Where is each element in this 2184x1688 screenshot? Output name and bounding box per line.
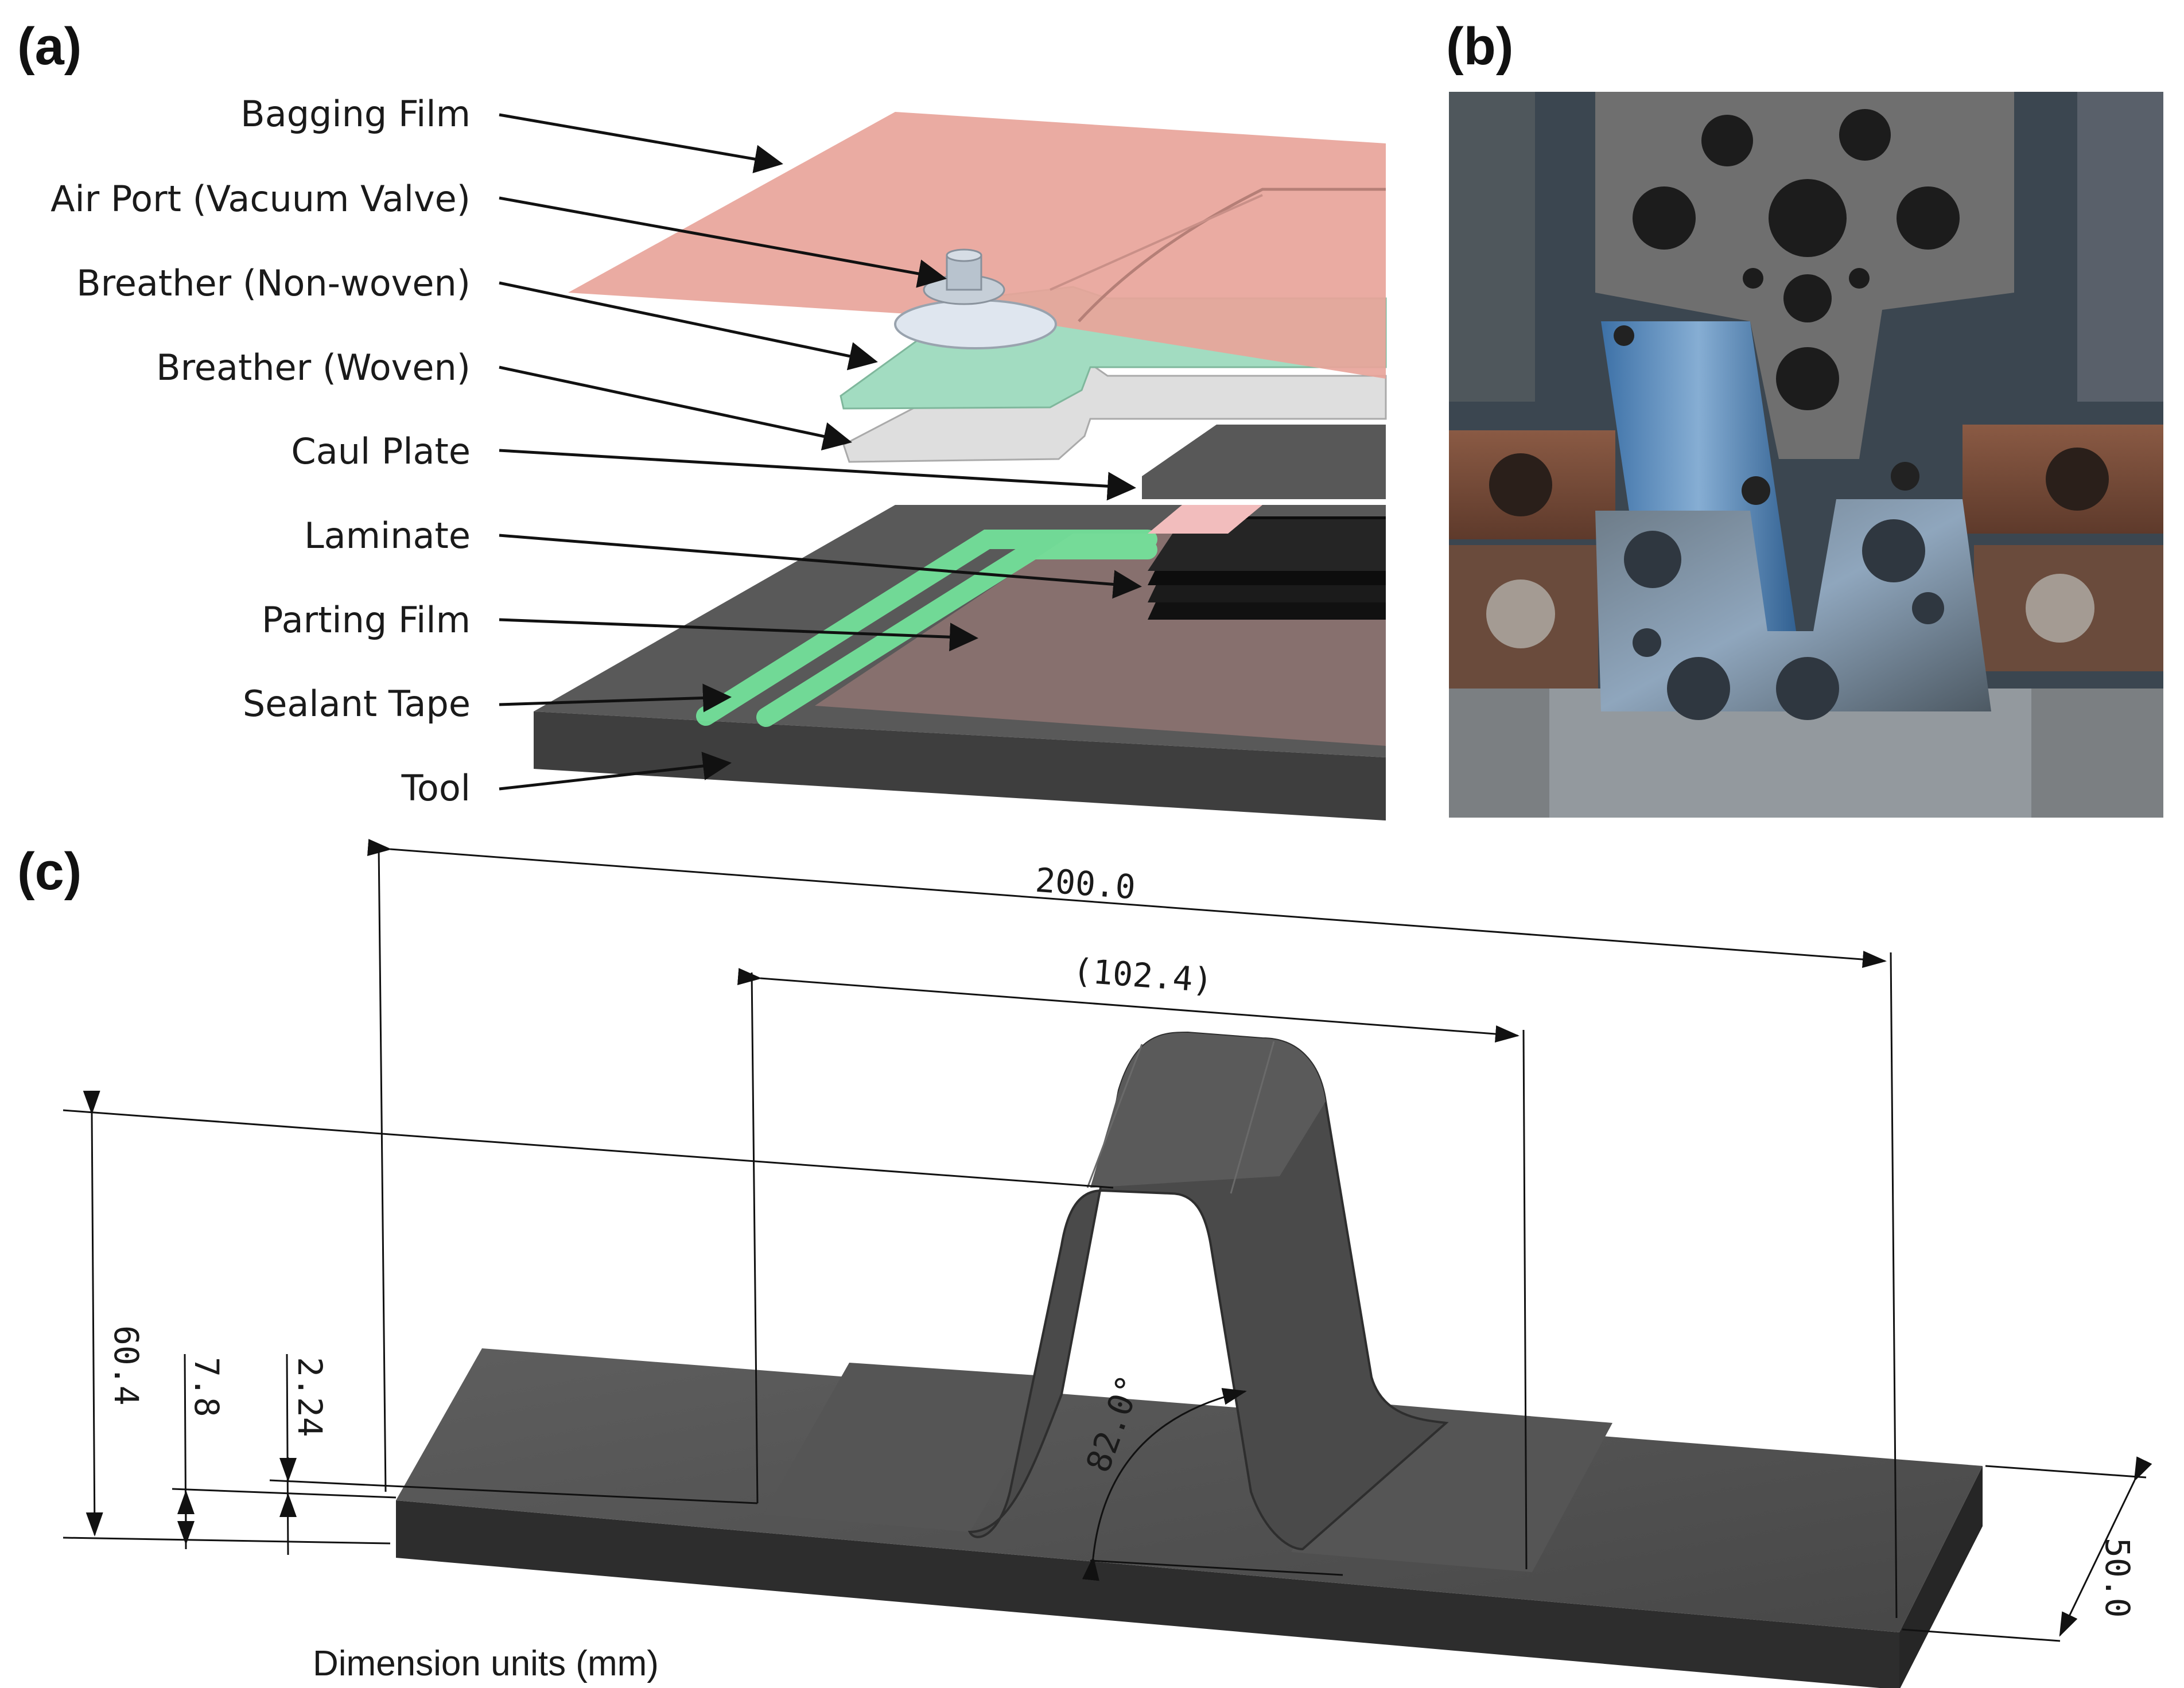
dim-line-overall: [367, 839, 1887, 969]
callout-air-port: Air Port (Vacuum Valve): [50, 178, 471, 220]
dim-height: 60.4: [107, 1325, 146, 1406]
bagging-film: [568, 112, 1386, 379]
layup-illustration: [534, 112, 1387, 820]
leader-laminate: [499, 534, 1142, 599]
ext-line-bottom: [63, 1537, 391, 1545]
dim-width: 50.0: [2098, 1538, 2137, 1618]
leader-tool: [499, 752, 732, 791]
slab-side: [1899, 1466, 1983, 1688]
dim-flange-thickness: 7.8: [187, 1357, 226, 1417]
panel-label-c: (c): [17, 842, 81, 901]
leader-breather-nonwoven: [499, 281, 878, 371]
slab-front: [396, 1500, 1899, 1688]
caul-plate: [1142, 425, 1386, 499]
ext-line: [1890, 952, 1898, 1619]
ext-line: [1985, 1465, 2147, 1479]
forming-tool-photo: [1449, 92, 2163, 818]
leader-parting-film: [499, 618, 978, 652]
ext-line-top: [63, 1109, 1114, 1189]
leader-bagging-film: [499, 113, 783, 173]
leader-sealant-tape: [499, 683, 732, 713]
dim-base-thickness: 2.24: [290, 1357, 329, 1437]
laminate-pink-edge: [1148, 505, 1262, 534]
vacuum-valve-icon: [894, 248, 1057, 349]
units-note: Dimension units (mm): [313, 1644, 659, 1683]
sealant-tape: [696, 530, 1157, 727]
callout-laminate: Laminate: [304, 515, 471, 557]
leader-air-port: [499, 196, 947, 288]
bagging-film-fold: [1078, 188, 1386, 322]
angle-arc: [1082, 1388, 1247, 1581]
dim-line-height: [83, 1090, 103, 1537]
panel-label-b: (b): [1446, 17, 1513, 76]
ext-line: [172, 1488, 397, 1499]
callout-caul-plate: Caul Plate: [291, 430, 471, 472]
callout-breather-woven: Breather (Woven): [156, 347, 471, 388]
dim-hat-span: (102.4): [1071, 951, 1214, 1000]
tool-front: [534, 711, 1386, 820]
leader-breather-woven: [499, 365, 852, 451]
callout-bagging-film: Bagging Film: [240, 93, 471, 135]
dim-line-width: [2059, 1456, 2152, 1637]
hat-stiffener-drawing: [396, 1031, 1983, 1688]
callout-breather-nonwoven: Breather (Non-woven): [76, 262, 471, 304]
ext-line: [1522, 1029, 1528, 1570]
crease-line: [1230, 1041, 1275, 1194]
callout-parting-film: Parting Film: [262, 599, 471, 641]
hat-crown-face: [1090, 1033, 1326, 1188]
ext-line: [1902, 1628, 2061, 1642]
ext-line: [269, 1479, 758, 1504]
ext-line: [378, 846, 387, 1492]
bagging-film-fold-2: [1050, 194, 1263, 291]
callout-tool: Tool: [401, 767, 471, 809]
crease-line: [1086, 1044, 1143, 1188]
dim-line-hat-span: [737, 968, 1520, 1043]
flange-left: [763, 1363, 1062, 1532]
dim-line-base: [286, 1353, 289, 1555]
dim-overall-length: 200.0: [1034, 861, 1137, 907]
callout-sealant-tape: Sealant Tape: [243, 683, 471, 725]
layup-callouts: Bagging Film Air Port (Vacuum Valve) Bre…: [50, 93, 1142, 809]
ext-line: [751, 972, 759, 1504]
leader-caul-plate: [499, 449, 1136, 501]
panel-label-a: (a): [17, 17, 81, 76]
